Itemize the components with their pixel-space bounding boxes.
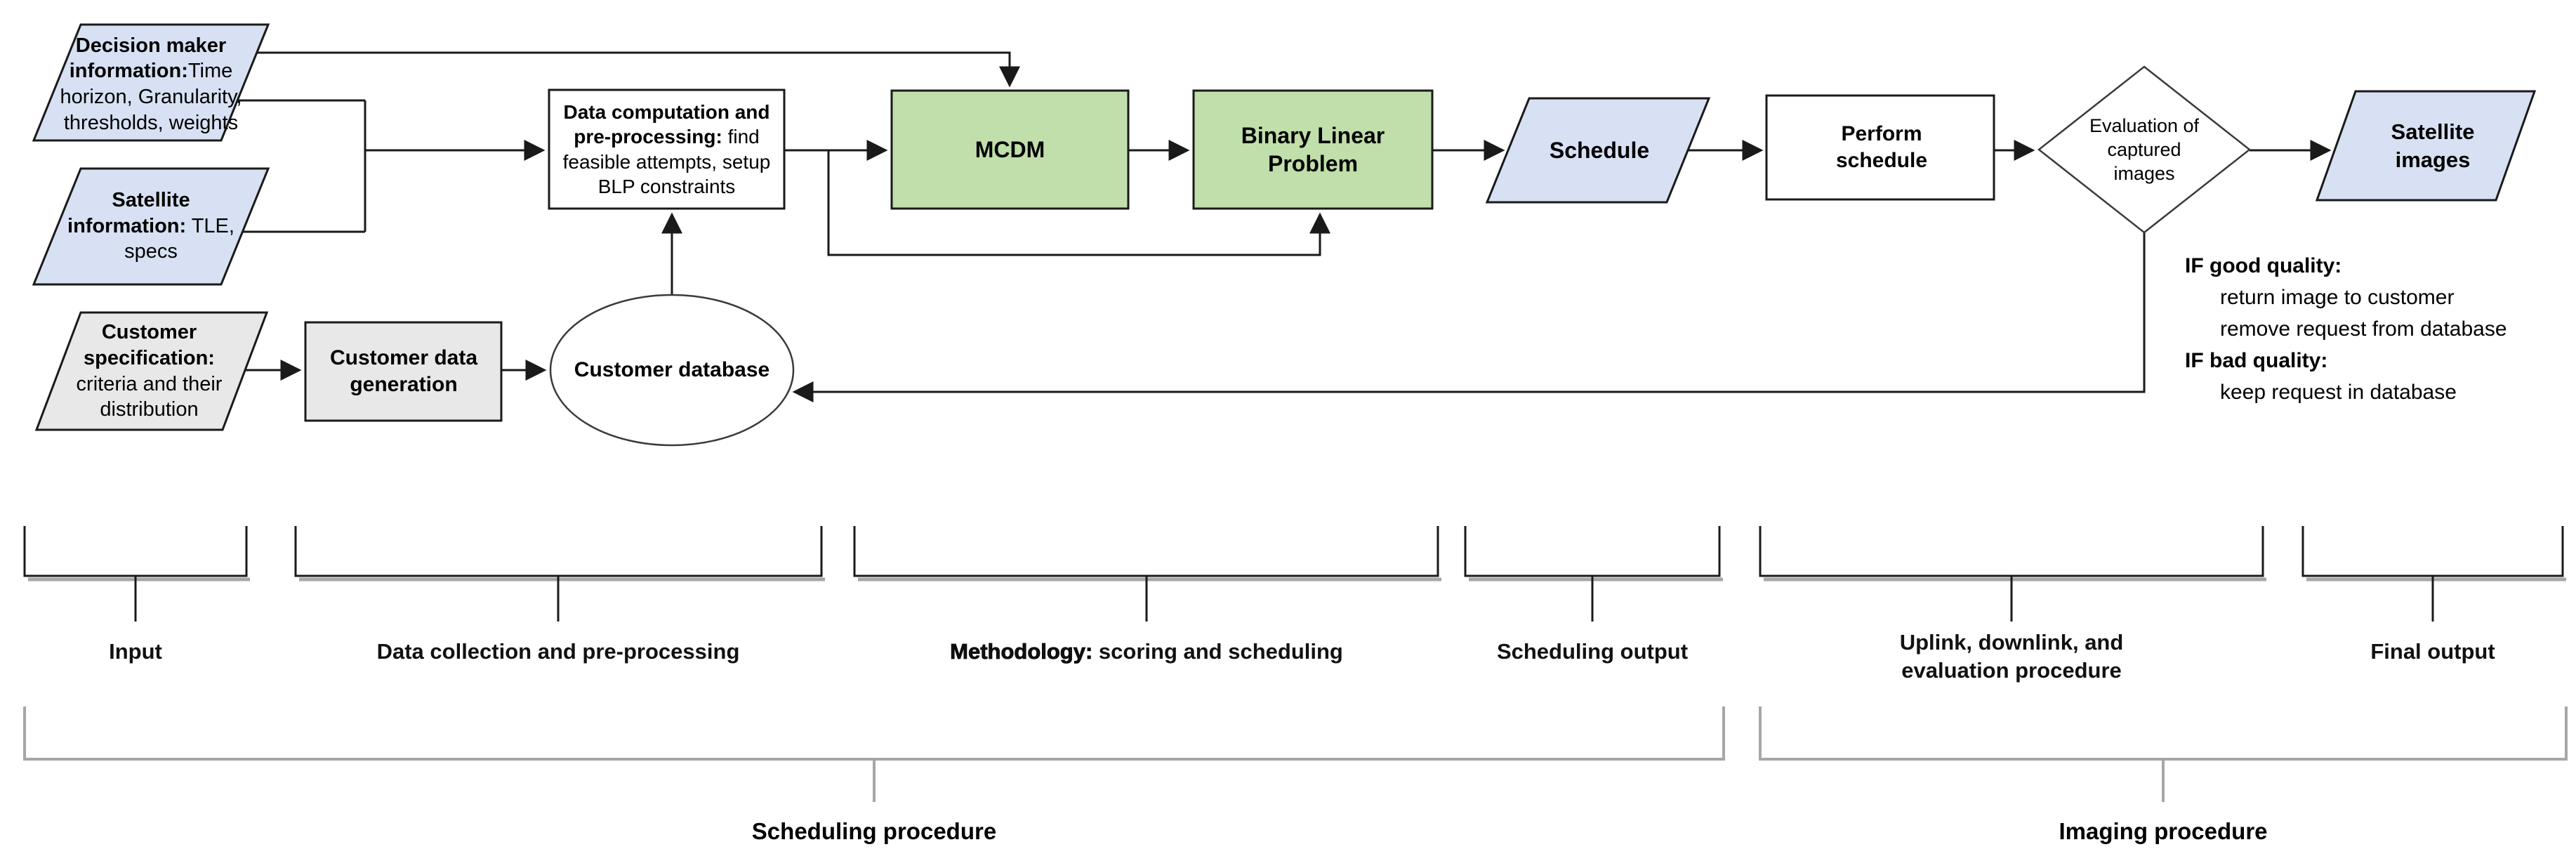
customer-spec-parallelogram [34, 311, 269, 431]
stage-label-methodology: Methodology: scoring and scheduling [901, 638, 1392, 666]
blp-box [1192, 89, 1434, 210]
quality-annotation: IF good quality: return image to custome… [2185, 250, 2576, 408]
bracket-input [23, 526, 248, 577]
stage-label-scheduling-output: Scheduling output [1496, 639, 1689, 664]
data-computation-title: Data computation and pre-processing: [563, 100, 770, 148]
perform-schedule-label: Perform schedule [1835, 122, 1928, 172]
bracket-uplink [1759, 526, 2264, 577]
bracket-scheduling-procedure [23, 706, 1725, 761]
data-computation-detail: find feasible attempts, setup BLP constr… [562, 126, 771, 197]
data-computation-label: Data computation and pre-processing: fin… [553, 93, 781, 206]
schedule-label: Schedule [1549, 137, 1650, 163]
procedure-label-scheduling: Scheduling procedure [751, 818, 997, 844]
annotation-line: return image to customer [2220, 286, 2455, 309]
mcdm-box [890, 89, 1130, 210]
perform-schedule-box [1765, 94, 1995, 201]
data-computation-box [548, 88, 786, 210]
decision-maker-detail: Time horizon, Granularity, thresholds, w… [60, 60, 242, 134]
bracket-scheduling-output [1464, 526, 1721, 577]
annotation-line: keep request in database [2220, 381, 2457, 404]
bracket-methodology [853, 526, 1439, 577]
customer-database-ellipse [549, 294, 795, 447]
satellite-info-label: Satellite information: TLE, specs [67, 177, 235, 275]
stage-label-methodology-rest: scoring and scheduling [1092, 639, 1343, 664]
satellite-info-detail: TLE, specs [124, 214, 235, 263]
bracket-imaging-procedure [1759, 706, 2568, 761]
annotation-line: remove request from database [2220, 317, 2507, 341]
mcdm-label: MCDM [975, 136, 1045, 162]
procedure-label-imaging: Imaging procedure [2059, 818, 2268, 844]
stage-label-methodology-strong: Methodology: [950, 639, 1093, 664]
annotation-line: IF bad quality: [2185, 349, 2328, 372]
schedule-parallelogram [1485, 97, 1711, 204]
satellite-images-label: Satellite images [2391, 119, 2475, 172]
customer-spec-label: Customer specification: criteria and the… [56, 320, 242, 422]
customer-spec-title: Customer specification: [84, 321, 215, 369]
evaluation-label: Evaluation of captured images [2089, 114, 2200, 184]
annotation-line: IF good quality: [2185, 254, 2342, 277]
satellite-images-parallelogram [2315, 90, 2537, 202]
decision-maker-title: Decision maker information: [69, 34, 227, 83]
bracket-data-collection [294, 526, 823, 577]
stage-label-final-output: Final output [2370, 639, 2495, 664]
customer-database-label: Customer database [574, 358, 770, 382]
blp-label: Binary Linear Problem [1241, 122, 1385, 176]
customer-spec-detail: criteria and their distribution [76, 372, 223, 421]
stage-label-uplink: Uplink, downlink, and evaluation procedu… [1899, 630, 2124, 683]
stage-label-input: Input [109, 639, 162, 664]
customer-data-generation-label: Customer data generation [329, 346, 478, 396]
stage-label-data-collection: Data collection and pre-processing [376, 639, 740, 664]
bracket-final-output [2301, 526, 2564, 577]
evaluation-diamond [2037, 65, 2252, 234]
edge-evaluation-feedback-to-database [792, 232, 2146, 402]
customer-data-generation-box [304, 321, 503, 422]
satellite-info-parallelogram [32, 167, 270, 286]
satellite-info-title: Satellite information: [67, 189, 190, 237]
decision-maker-parallelogram [32, 23, 270, 142]
decision-maker-label: Decision maker information:Time horizon,… [49, 32, 253, 137]
edge-data-computation-to-blp [827, 150, 1330, 256]
edge-decision-maker-to-mcdm [257, 51, 1020, 88]
